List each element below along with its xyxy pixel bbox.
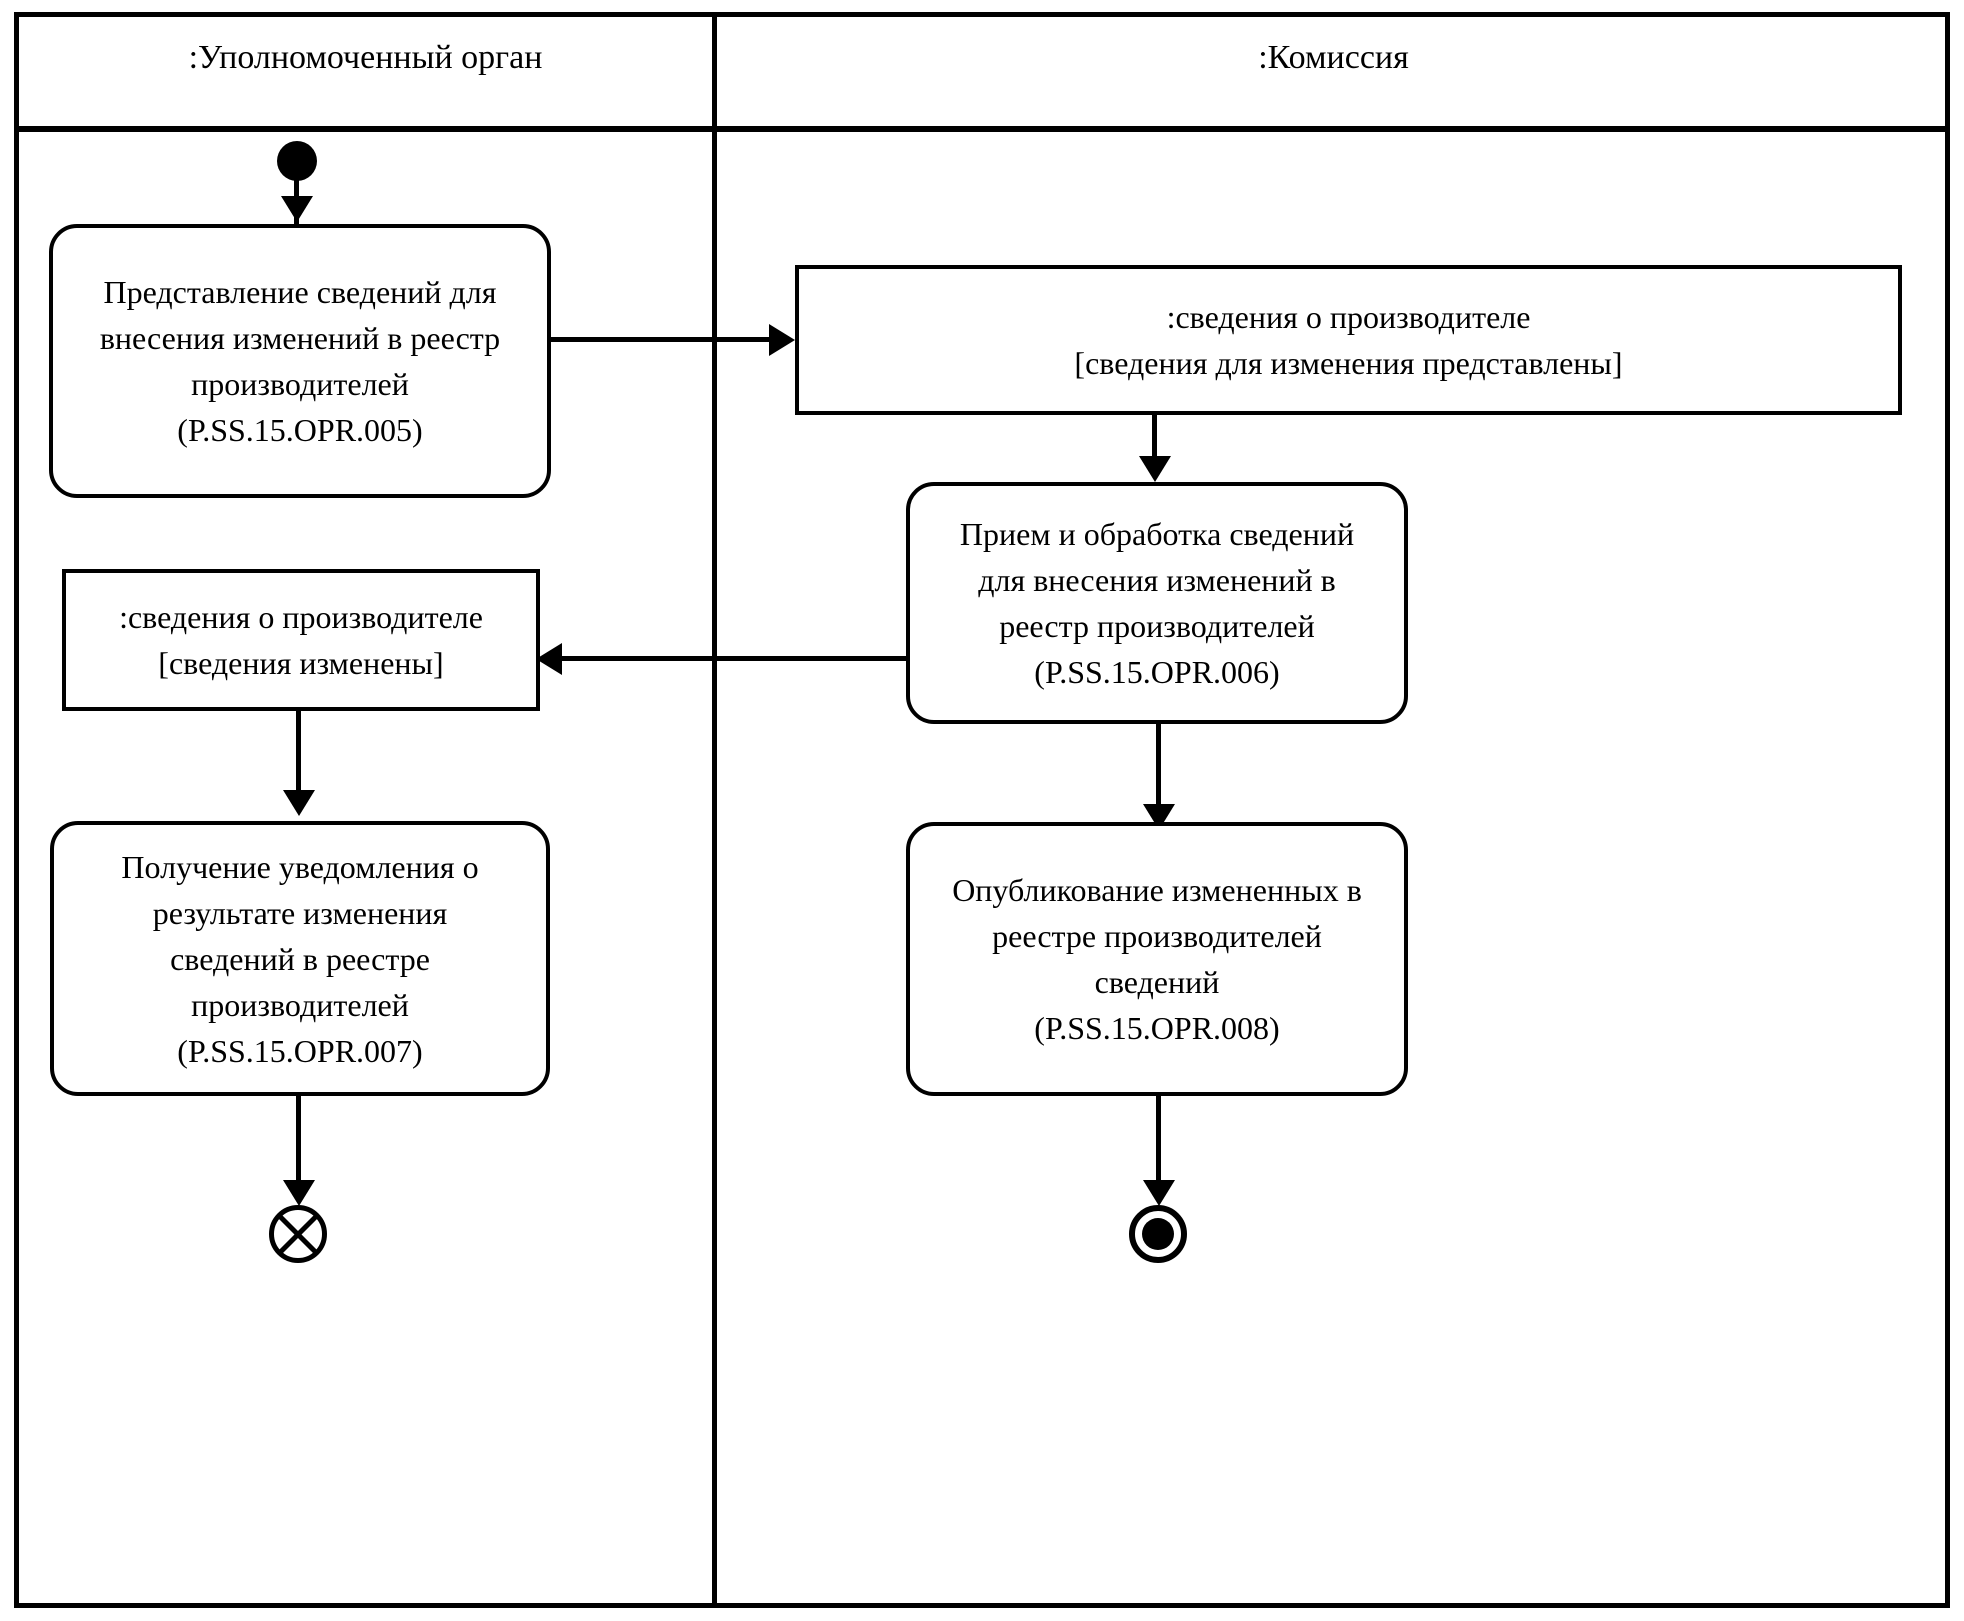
edge-activity005-to-object-presented-line bbox=[551, 337, 779, 342]
object-node-data-presented[interactable]: :сведения о производителе [сведения для … bbox=[795, 265, 1902, 415]
edge-activity008-to-final-arrowhead bbox=[1143, 1180, 1175, 1206]
swimlane-header-separator bbox=[14, 126, 1950, 132]
object-node-data-changed-label: :сведения о производителе [сведения изме… bbox=[119, 599, 483, 681]
object-node-data-presented-label: :сведения о производителе [сведения для … bbox=[1074, 299, 1623, 381]
edge-initial-to-activity005-arrowhead bbox=[281, 196, 313, 222]
edge-object-changed-to-activity007-arrowhead bbox=[283, 790, 315, 816]
swimlane-title-left: :Уполномоченный орган bbox=[188, 39, 543, 76]
object-node-data-changed[interactable]: :сведения о производителе [сведения изме… bbox=[62, 569, 540, 711]
edge-activity007-to-flow-final-arrowhead bbox=[283, 1180, 315, 1206]
activity-node-opr-008[interactable]: Опубликование измененных в реестре произ… bbox=[906, 822, 1408, 1096]
edge-object-presented-to-activity006-arrowhead bbox=[1139, 456, 1171, 482]
edge-activity007-to-flow-final-line bbox=[296, 1096, 301, 1198]
edge-activity006-to-activity008-line bbox=[1156, 724, 1161, 822]
diagram-frame bbox=[14, 12, 1950, 1608]
edge-activity005-to-object-presented-arrowhead bbox=[769, 324, 795, 356]
swimlane-divider bbox=[712, 12, 717, 1608]
activity-node-opr-006[interactable]: Прием и обработка сведений для внесения … bbox=[906, 482, 1408, 724]
activity-node-opr-007-label: Получение уведомления о результате измен… bbox=[121, 848, 479, 1069]
activity-node-opr-008-label: Опубликование измененных в реестре произ… bbox=[952, 872, 1362, 1046]
edge-activity008-to-final-line bbox=[1156, 1096, 1161, 1198]
activity-node-opr-005-label: Представление сведений для внесения изме… bbox=[99, 274, 501, 448]
swimlane-title-right: :Комиссия bbox=[1258, 39, 1409, 76]
activity-node-opr-006-label: Прием и обработка сведений для внесения … bbox=[959, 516, 1355, 690]
edge-object-presented-to-activity006-line bbox=[1152, 415, 1157, 477]
edge-activity006-to-object-changed-arrowhead bbox=[536, 643, 562, 675]
initial-node bbox=[277, 141, 317, 181]
edge-object-changed-to-activity007-line bbox=[296, 711, 301, 799]
edge-activity006-to-object-changed-line bbox=[560, 656, 908, 661]
activity-node-opr-005[interactable]: Представление сведений для внесения изме… bbox=[49, 224, 551, 498]
activity-node-opr-007[interactable]: Получение уведомления о результате измен… bbox=[50, 821, 550, 1096]
flow-final-node bbox=[269, 1205, 327, 1263]
activity-final-node bbox=[1129, 1205, 1187, 1263]
